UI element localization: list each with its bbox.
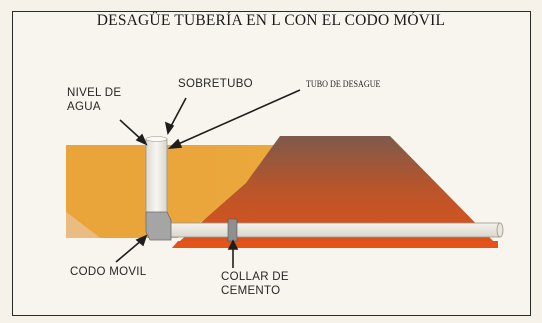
arrow-collar-head xyxy=(227,239,239,250)
arrow-sobretubo-head xyxy=(164,121,175,135)
label-nivel-agua-line2: AGUA xyxy=(67,101,101,113)
label-codo-movil: CODO MOVIL xyxy=(70,266,147,278)
pipe-outlet xyxy=(496,222,504,238)
water-shallow xyxy=(66,212,100,238)
arrow-codo-head xyxy=(135,234,148,247)
arrow-sobretubo xyxy=(169,97,187,129)
label-nivel-agua-line1: NIVEL DE xyxy=(67,87,122,99)
diagram-title: DESAGÜE TUBERÍA EN L CON EL CODO MÓVIL xyxy=(96,12,446,29)
label-collar-line1: COLLAR DE xyxy=(221,271,289,283)
label-sobretubo: SOBRETUBO xyxy=(178,78,253,90)
riser-top xyxy=(145,136,168,142)
label-collar-cemento: COLLAR DE CEMENTO xyxy=(221,270,289,298)
movable-elbow xyxy=(145,211,172,241)
label-collar-line2: CEMENTO xyxy=(221,285,281,297)
drain-pipe xyxy=(167,222,501,238)
leader-lines xyxy=(115,89,301,268)
label-tubo-desague: TUBO DE DESAGUE xyxy=(306,80,381,90)
riser-pipe xyxy=(145,138,168,220)
embankment-base-band xyxy=(172,241,498,248)
arrow-water-level-head xyxy=(135,133,148,146)
arrow-codo xyxy=(115,239,143,263)
arrow-tubo-desague-head xyxy=(167,138,183,149)
embankment xyxy=(172,136,498,248)
label-nivel-agua: NIVEL DE AGUA xyxy=(67,86,121,114)
arrow-tubo-desague xyxy=(175,89,301,146)
water-area xyxy=(66,145,290,238)
cement-collar xyxy=(227,218,238,242)
